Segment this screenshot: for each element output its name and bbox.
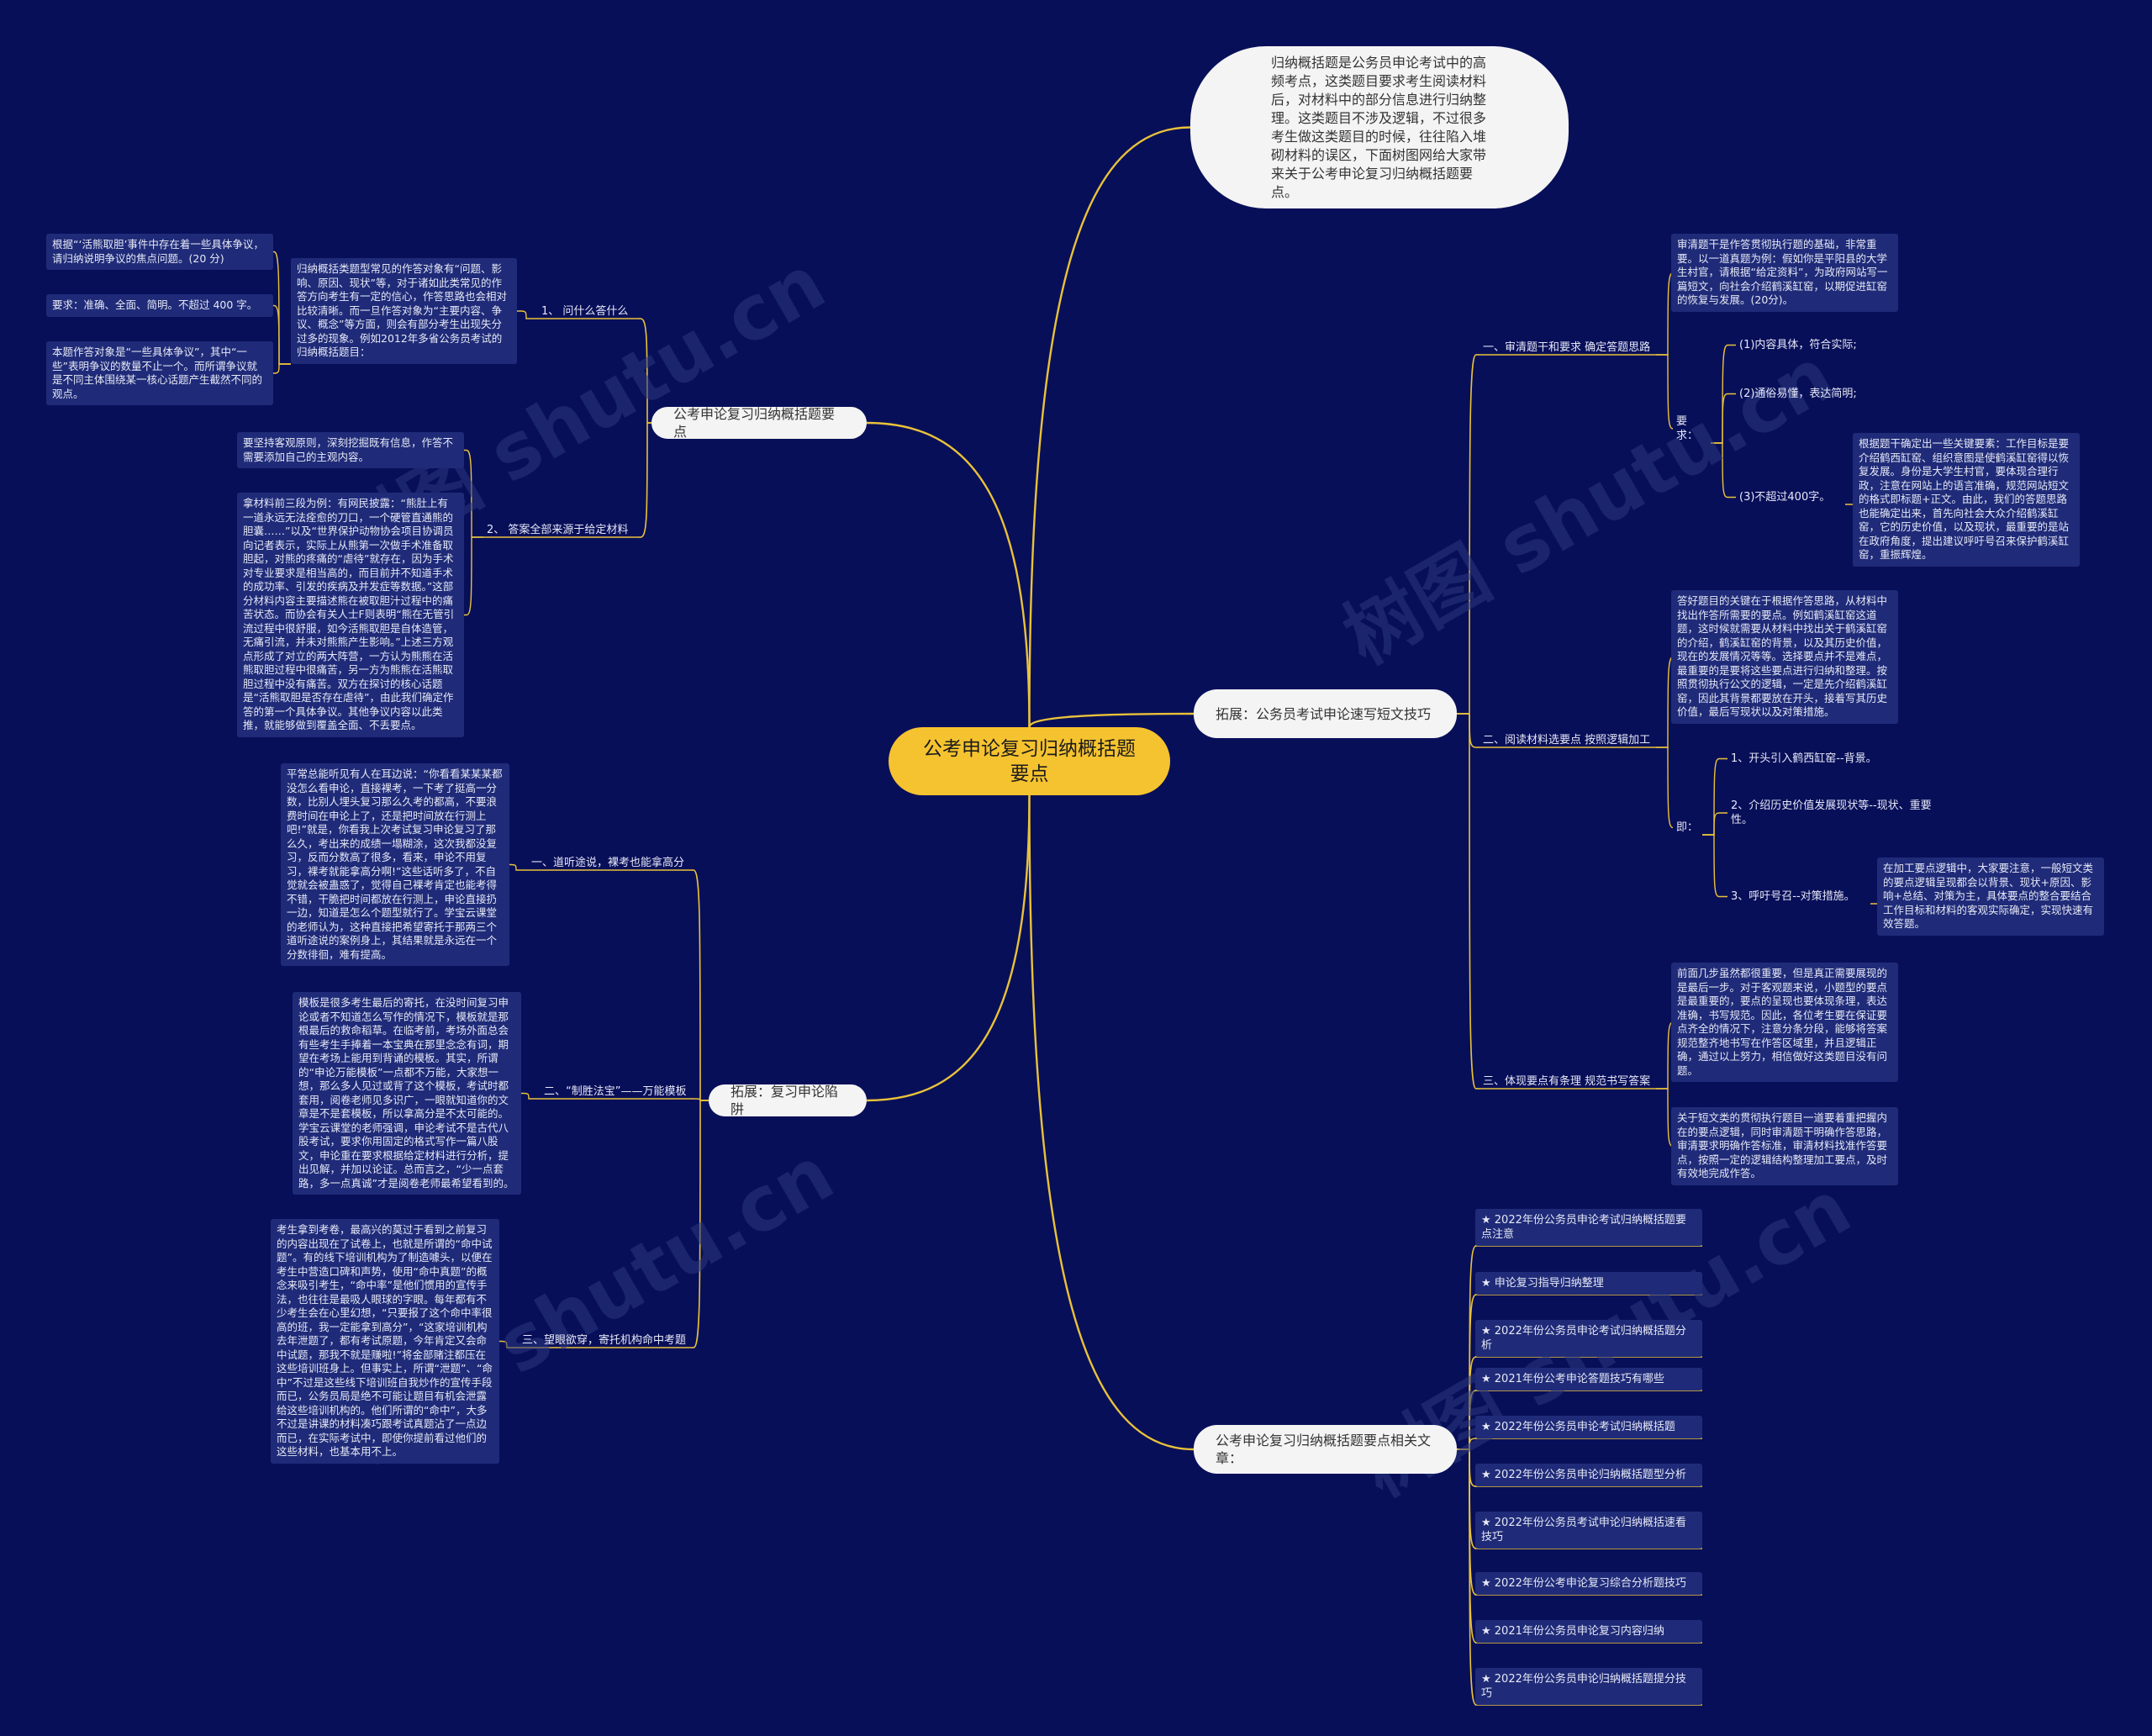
connector [1656, 747, 1674, 829]
connector [1702, 812, 1727, 836]
connector [517, 310, 538, 319]
connector [273, 251, 291, 365]
connector [509, 863, 528, 871]
text-example-analysis: 本题作答对象是“一些具体争议”，其中“一些”表明争议的数量不止一个。而所谓争议就… [46, 341, 273, 405]
text-step3-b: 关于短文类的贯彻执行题目一道要着重把握内在的要点逻辑，同时审清题干明确作答思路，… [1671, 1107, 1898, 1185]
article-link-8[interactable]: ★ 2022年份公考申论复习综合分析题技巧 [1475, 1572, 1702, 1595]
branch-related-articles[interactable]: 公考申论复习归纳概括题要点相关文章： [1194, 1425, 1457, 1474]
article-link-9[interactable]: ★ 2021年份公务员申论复习内容归纳 [1475, 1620, 1702, 1643]
article-link-7[interactable]: ★ 2022年份公务员考试申论归纳概括速看技巧 [1475, 1512, 1702, 1549]
label-trap-institution[interactable]: 三、望眼欲穿，寄托机构命中考题 [522, 1334, 687, 1347]
label-key2[interactable]: 2、介绍历史价值发展现状等--现状、重要性。 [1731, 799, 1932, 826]
text-key3-detail: 在加工要点逻辑中，大家要注意，一般短文类的要点逻辑呈现都会以背景、现状+原因、影… [1877, 857, 2104, 936]
text-trap-hearsay: 平常总能听见有人在耳边说：“你看看某某某都没怎么看申论，直接裸考，一下考了挺高一… [281, 763, 509, 966]
connector [1469, 1448, 1477, 1706]
branch-traps[interactable]: 拓展：复习申论陷阱 [709, 1084, 867, 1117]
branch-review-points[interactable]: 公考申论复习归纳概括题要点 [651, 406, 867, 440]
text-material-example: 拿材料前三段为例：有网民披露：“熊肚上有一道永远无法痊愈的刀口，一个硬管直通熊的… [237, 493, 464, 737]
label-req1[interactable]: (1)内容具体，符合实际; [1739, 339, 1857, 351]
label-req3[interactable]: (3)不超过400字。 [1739, 491, 1831, 504]
text-step3-a: 前面几步虽然都很重要，但是真正需要展现的是最后一步。对于客观题来说，小题型的要点… [1671, 963, 1898, 1082]
text-trap-template: 模板是很多考生最后的寄托，在没时间复习申论或者不知道怎么写作的情况下，模板就是那… [293, 992, 521, 1195]
connector [1469, 1438, 1477, 1450]
text-step1: 审清题干是作答贯彻执行题的基础，非常重要。以一道真题为例：假如你是平阳县的大学生… [1671, 234, 1898, 312]
connector [1469, 713, 1477, 748]
connector [693, 869, 701, 1101]
article-link-6[interactable]: ★ 2022年份公务员申论归纳概括题型分析 [1475, 1464, 1702, 1486]
connector [640, 422, 648, 538]
label-step3[interactable]: 三、体现要点有条理 规范书写答案 [1483, 1075, 1651, 1088]
article-link-1[interactable]: ★ 2022年份公务员申论考试归纳概括题要点注意 [1475, 1209, 1702, 1246]
text-req3-detail: 根据题干确定出一些关键要素：工作目标是要介绍鹤西缸窑、组织意图是使鹤溪缸窑得以恢… [1853, 433, 2080, 567]
label-step1[interactable]: 一、审清题干和要求 确定答题思路 [1483, 341, 1651, 354]
root-topic[interactable]: 公考申论复习归纳概括题要点 [889, 727, 1170, 795]
label-req2[interactable]: (2)通俗易懂，表达简明; [1739, 388, 1857, 400]
connector [521, 1092, 541, 1100]
connector [1469, 354, 1477, 715]
label-trap-template[interactable]: 二、“制胜法宝”——万能模板 [544, 1085, 687, 1098]
connector [1028, 794, 1195, 1451]
label-key3[interactable]: 3、呼吁号召--对策措施。 [1731, 890, 1855, 903]
label-requirements[interactable]: 要求： [1676, 415, 1699, 442]
text-example-question: 根据“‘活熊取胆’事件中存在着一些具体争议，请归纳说明争议的焦点问题。(20 分… [46, 234, 273, 270]
connector [1656, 354, 1674, 430]
article-link-3[interactable]: ★ 2022年份公务员申论考试归纳概括题分析 [1475, 1320, 1702, 1357]
label-step2[interactable]: 二、阅读材料选要点 按照逻辑加工 [1483, 734, 1651, 747]
connector [1028, 126, 1191, 728]
text-trap-institution: 考生拿到考卷，最高兴的莫过于看到之前复习的内容出现在了试卷上，也就是所谓的“命中… [271, 1219, 499, 1464]
connector [1469, 713, 1477, 1090]
branch-short-essay[interactable]: 拓展：公务员考试申论速写短文技巧 [1194, 689, 1457, 738]
connector [693, 1100, 701, 1348]
label-key1[interactable]: 1、开头引入鹤西缸窑--背景。 [1731, 752, 1877, 765]
connector [1702, 834, 1727, 898]
text-objective-principle: 要坚持客观原则，深刻挖掘既有信息，作答不需要添加自己的主观内容。 [237, 432, 464, 468]
label-answer-what-asked[interactable]: 1、 问什么答什么 [541, 305, 629, 318]
connector [1656, 272, 1674, 356]
article-link-2[interactable]: ★ 申论复习指导归纳整理 [1475, 1272, 1702, 1295]
connector [866, 794, 1031, 1102]
article-link-5[interactable]: ★ 2022年份公务员申论考试归纳概括题 [1475, 1416, 1702, 1438]
connector [499, 1340, 519, 1348]
connector [273, 363, 291, 374]
connector [1469, 1390, 1477, 1450]
text-example-requirement: 要求：准确、全面、简明。不超过 400 字。 [46, 294, 273, 317]
article-link-4[interactable]: ★ 2021年份公考申论答题技巧有哪些 [1475, 1368, 1702, 1390]
connector [1028, 712, 1195, 728]
connector [1711, 442, 1736, 499]
connector [866, 421, 1031, 728]
text-answer-objects: 归纳概括类题型常见的作答对象有“问题、影响、原因、现状”等，对于诸如此类常见的作… [291, 258, 517, 364]
connector [1656, 656, 1674, 748]
connector [640, 318, 648, 424]
article-link-10[interactable]: ★ 2022年份公务员申论归纳概括题提分技巧 [1475, 1668, 1702, 1705]
label-trap-hearsay[interactable]: 一、道听途说，裸考也能拿高分 [531, 857, 685, 869]
connector [1711, 393, 1736, 444]
connector [693, 1098, 701, 1101]
text-step2: 答好题目的关键在于根据作答思路，从材料中找出作答所需要的要点。例如鹤溪缸窑这道题… [1671, 590, 1898, 724]
connector [464, 536, 483, 616]
label-ie[interactable]: 即： [1676, 821, 1699, 834]
connector [1656, 1088, 1674, 1148]
connector [1656, 1021, 1674, 1090]
connector [464, 449, 483, 538]
intro-node[interactable]: 归纳概括题是公务员申论考试中的高频考点，这类题目要求考生阅读材料后，对材料中的部… [1190, 46, 1569, 208]
connector [273, 304, 291, 365]
label-answer-from-material[interactable]: 2、 答案全部来源于给定材料 [487, 524, 629, 536]
connector [1702, 757, 1727, 836]
